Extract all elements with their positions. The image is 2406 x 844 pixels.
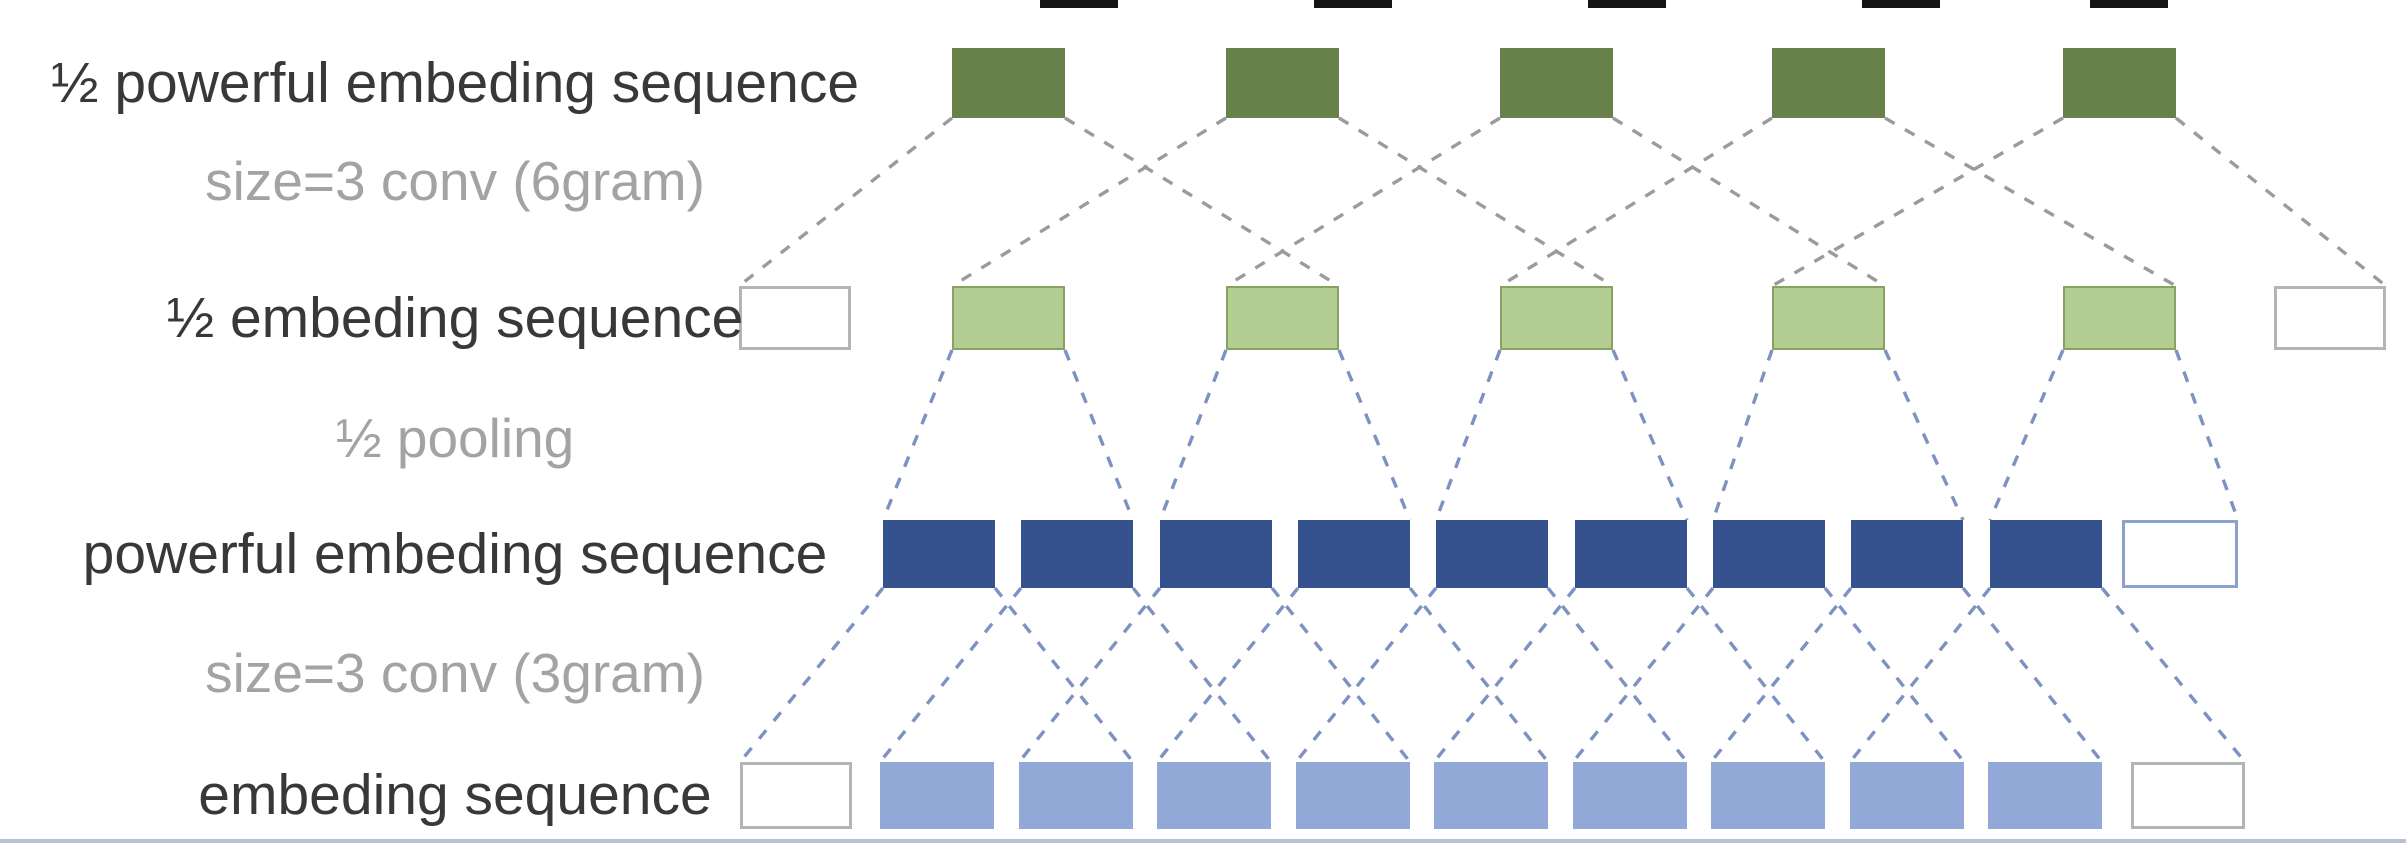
embeding-sequence-box-1: [740, 762, 852, 829]
conv-3gram-lines-3: [1131, 586, 1273, 764]
conv-3gram-lines-11: [1685, 586, 1827, 764]
embeding-sequence-box-5: [1296, 762, 1410, 829]
powerful-embeding-sequence-box-6: [1575, 520, 1687, 588]
conv-3gram-lines-6: [1155, 586, 1300, 764]
conv-3gram-lines-8: [1294, 586, 1438, 764]
pooling-lines-5: [1611, 349, 1689, 521]
conv-3gram-lines-4: [1017, 586, 1162, 764]
pooling-lines-9: [2174, 349, 2240, 521]
pooling-lines-7: [1883, 349, 1965, 521]
conv-3gram-lines-15: [1961, 586, 2104, 764]
top-artifact-1: [1040, 0, 1118, 8]
embeding-sequence-box-9: [1850, 762, 1964, 829]
powerful-embeding-sequence-box-2: [1021, 520, 1133, 588]
powerful-embeding-sequence-box-4: [1298, 520, 1410, 588]
embeding-sequence-box-11: [2131, 762, 2245, 829]
half-embeding-sequence-box-4: [1500, 286, 1613, 350]
conv-6gram-lines-9: [2174, 116, 2388, 288]
powerful-embeding-sequence-box-5: [1436, 520, 1548, 588]
pooling-lines-6: [1711, 349, 1774, 521]
embeding-sequence-box-3: [1019, 762, 1133, 829]
half-powerful-embeding-sequence-box-2: [1226, 48, 1339, 118]
label-half-powerful-embeding-sequence: ½ powerful embeding sequence: [50, 51, 860, 115]
embeding-sequence-box-2: [880, 762, 994, 829]
embeding-sequence-box-4: [1157, 762, 1271, 829]
top-artifact-3: [1588, 0, 1666, 8]
pooling-lines-2: [1158, 349, 1228, 521]
conv-6gram-lines-6: [1499, 116, 1773, 288]
powerful-embeding-sequence-box-7: [1713, 520, 1825, 588]
conv-6gram-lines-8: [1771, 116, 2064, 288]
half-embeding-sequence-box-3: [1226, 286, 1339, 350]
label-conv-3gram: size=3 conv (3gram): [205, 642, 705, 704]
half-powerful-embeding-sequence-box-1: [952, 48, 1065, 118]
pooling-lines-3: [1337, 349, 1412, 521]
conv-6gram-lines-1: [1064, 116, 1340, 288]
powerful-embeding-sequence-box-1: [883, 520, 995, 588]
top-artifact-4: [1862, 0, 1940, 8]
conv-3gram-lines-13: [1823, 586, 1966, 764]
pooling-lines-0: [881, 349, 954, 521]
half-powerful-embeding-sequence-box-4: [1772, 48, 1885, 118]
powerful-embeding-sequence-box-8: [1851, 520, 1963, 588]
top-artifact-5: [2090, 0, 2168, 8]
conv-3gram-lines-14: [1709, 586, 1853, 764]
conv-3gram-lines-7: [1408, 586, 1550, 764]
half-embeding-sequence-box-2: [952, 286, 1065, 350]
label-conv-6gram: size=3 conv (6gram): [205, 150, 705, 212]
label-half-pooling: ½ pooling: [335, 407, 575, 469]
conv-3gram-lines-2: [878, 586, 1023, 764]
conv-3gram-lines-16: [1848, 586, 1992, 764]
top-artifact-2: [1314, 0, 1392, 8]
powerful-embeding-sequence-box-3: [1160, 520, 1272, 588]
half-powerful-embeding-sequence-box-3: [1500, 48, 1613, 118]
conv-6gram-lines-3: [1338, 116, 1614, 288]
conv-3gram-lines-12: [1571, 586, 1715, 764]
conv-6gram-lines-4: [1225, 116, 1501, 288]
pooling-lines-1: [1063, 349, 1135, 521]
conv-6gram-lines-5: [1612, 116, 1886, 288]
half-embeding-sequence-box-7: [2274, 286, 2386, 350]
conv-3gram-lines-1: [993, 586, 1135, 764]
pooling-lines-4: [1434, 349, 1502, 521]
label-embeding-sequence: embeding sequence: [198, 763, 712, 827]
half-embeding-sequence-box-5: [1772, 286, 1885, 350]
conv-3gram-lines-9: [1546, 586, 1689, 764]
powerful-embeding-sequence-box-10: [2122, 520, 2238, 588]
label-powerful-embeding-sequence: powerful embeding sequence: [82, 522, 828, 586]
conv-3gram-lines-17: [2100, 586, 2247, 764]
powerful-embeding-sequence-box-9: [1990, 520, 2102, 588]
embeding-sequence-box-8: [1711, 762, 1825, 829]
half-embeding-sequence-box-1: [739, 286, 851, 350]
conv-6gram-lines-2: [951, 116, 1227, 288]
conv-3gram-lines-10: [1432, 586, 1577, 764]
conv-3gram-lines-5: [1270, 586, 1412, 764]
bottom-border-line: [0, 839, 2406, 843]
conv-6gram-lines-7: [1884, 116, 2177, 288]
half-embeding-sequence-box-6: [2063, 286, 2176, 350]
conv-3gram-lines-0: [738, 586, 885, 764]
embeding-sequence-box-10: [1988, 762, 2102, 829]
embeding-sequence-box-6: [1434, 762, 1548, 829]
pooling-lines-8: [1988, 349, 2065, 521]
half-powerful-embeding-sequence-box-5: [2063, 48, 2176, 118]
embeding-sequence-box-7: [1573, 762, 1687, 829]
label-half-embeding-sequence: ½ embeding sequence: [166, 286, 744, 350]
